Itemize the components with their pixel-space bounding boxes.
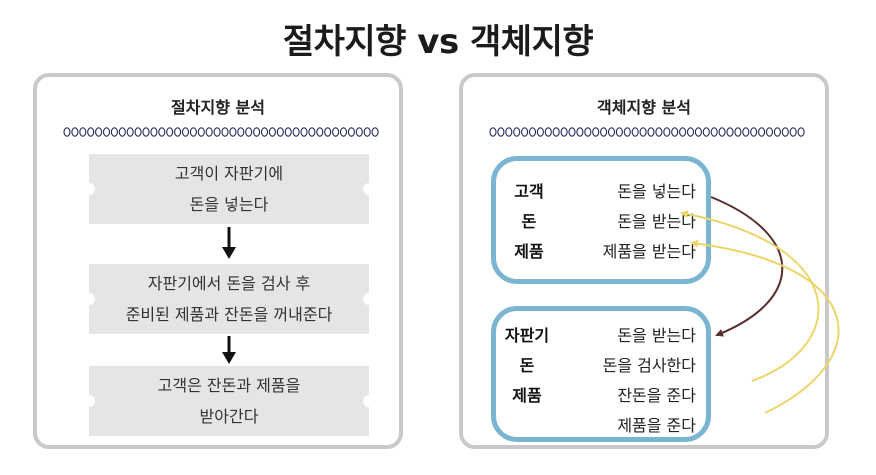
product-return-arrow bbox=[690, 239, 840, 414]
step-1-line-2: 돈을 넣는다 bbox=[189, 195, 269, 214]
vending-machine-object: 자판기 돈을 받는다 돈 돈을 검사한다 제품 잔돈을 준다 제품을 준다 bbox=[491, 306, 711, 442]
object-oriented-panel: 객체지향 분석 고객 돈을 넣는다 돈 돈을 받는다 제품 제품을 받는다 자판… bbox=[459, 73, 829, 449]
step-3-line-2: 받아간다 bbox=[199, 407, 259, 426]
page-title: 절차지향 vs 객체지향 bbox=[282, 22, 594, 62]
customer-method-3: 제품을 받는다 bbox=[602, 242, 696, 261]
customer-object: 고객 돈을 넣는다 돈 돈을 받는다 제품 제품을 받는다 bbox=[491, 156, 711, 284]
down-arrow-icon bbox=[222, 227, 236, 259]
money-flow-arrow bbox=[710, 196, 784, 337]
machine-method-1: 돈을 받는다 bbox=[617, 326, 696, 345]
machine-method-2: 돈을 검사한다 bbox=[602, 356, 696, 375]
customer-method-2: 돈을 받는다 bbox=[617, 212, 696, 231]
binding-coil-icon bbox=[489, 127, 805, 137]
customer-name-line-2: 돈 bbox=[521, 212, 537, 231]
step-3-line-1: 고객은 잔돈과 제품을 bbox=[157, 376, 301, 395]
machine-method-3: 잔돈을 준다 bbox=[617, 386, 696, 405]
customer-method-1: 돈을 넣는다 bbox=[617, 182, 696, 201]
machine-method-4: 제품을 준다 bbox=[617, 416, 696, 435]
step-2-line-2: 준비된 제품과 잔돈을 꺼내준다 bbox=[125, 305, 333, 324]
customer-name-line-3: 제품 bbox=[514, 242, 544, 261]
step-1-line-1: 고객이 자판기에 bbox=[174, 164, 284, 183]
binding-coil-icon bbox=[63, 127, 379, 137]
machine-name-line-3: 제품 bbox=[512, 386, 542, 405]
object-oriented-heading: 객체지향 분석 bbox=[597, 98, 691, 117]
step-2-line-1: 자판기에서 돈을 검사 후 bbox=[147, 274, 311, 293]
procedural-heading: 절차지향 분석 bbox=[171, 98, 265, 117]
customer-name-line-1: 고객 bbox=[514, 182, 544, 201]
down-arrow-icon bbox=[222, 336, 236, 364]
machine-name-line-2: 돈 bbox=[519, 356, 535, 375]
change-return-arrow bbox=[680, 210, 820, 382]
machine-name-line-1: 자판기 bbox=[504, 326, 550, 345]
procedural-panel: 절차지향 분석 고객이 자판기에 돈을 넣는다 자판기에서 돈을 검사 후 준비… bbox=[33, 73, 403, 449]
procedural-step-2: 자판기에서 돈을 검사 후 준비된 제품과 잔돈을 꺼내준다 bbox=[83, 264, 375, 334]
procedural-step-1: 고객이 자판기에 돈을 넣는다 bbox=[83, 154, 375, 224]
procedural-step-3: 고객은 잔돈과 제품을 받아간다 bbox=[83, 366, 375, 436]
